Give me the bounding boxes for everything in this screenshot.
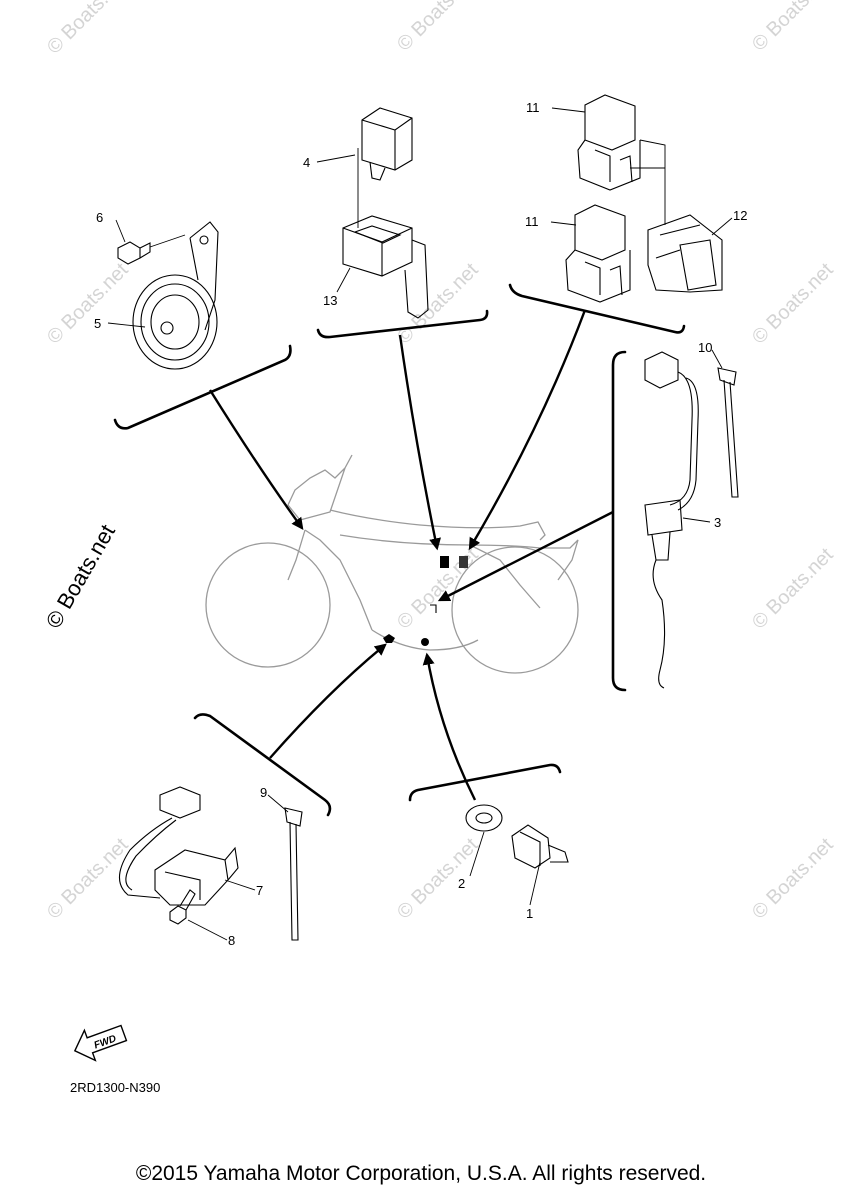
relay-part-4 [357, 107, 413, 228]
relay-marker [440, 556, 449, 568]
watermark: © Boats.net [393, 544, 483, 634]
leader-switch [437, 510, 614, 602]
bracket-horn [113, 344, 292, 430]
copyright-notice: ©2015 Yamaha Motor Corporation, U.S.A. A… [135, 1162, 707, 1185]
leader-horn [208, 389, 304, 530]
callout-1: 1 [526, 906, 533, 921]
watermark: © Boats.net [393, 834, 483, 924]
screw-part-8 [169, 889, 196, 925]
leader-relays-11 [468, 309, 587, 551]
horn-part-5 [132, 221, 219, 370]
watermark: © Boats.net [43, 259, 133, 349]
cable-tie-part-10 [717, 367, 739, 498]
watermark: © Boats.net [393, 0, 483, 56]
watermark: © Boats.net [393, 259, 483, 349]
callout-6: 6 [96, 210, 103, 225]
solenoid-marker [383, 634, 395, 643]
callout-9: 9 [260, 785, 267, 800]
relay-part-11-lower [565, 204, 631, 303]
bolt-part-6 [117, 234, 186, 265]
callout-11-lower: 11 [525, 214, 539, 229]
callout-2: 2 [458, 876, 465, 891]
relay-part-11-upper [577, 94, 666, 225]
holder-part-13 [342, 215, 429, 319]
switch-marker [430, 604, 437, 613]
callout-11-upper: 11 [526, 100, 540, 115]
sensor-part-1 [511, 824, 569, 869]
callout-7: 7 [256, 883, 263, 898]
switch-part-3 [644, 351, 699, 689]
callout-4: 4 [303, 155, 310, 170]
cable-tie-part-9 [284, 807, 303, 941]
callout-8: 8 [228, 933, 235, 948]
fwd-arrow-icon: FWD [73, 1024, 128, 1062]
watermark: © Boats.net [748, 259, 838, 349]
leader-solenoid [269, 643, 387, 759]
sensor-marker [421, 638, 429, 646]
bracket-solenoid [193, 713, 332, 817]
relay-marker [459, 556, 468, 568]
bracket-relays-11 [508, 283, 686, 334]
side-watermark: © Boats.net [41, 520, 120, 632]
solenoid-part-7 [118, 786, 239, 906]
leader-relay [398, 334, 441, 551]
callout-leaders [107, 107, 733, 941]
watermark: © Boats.net [43, 0, 133, 59]
bracket-sensor [408, 763, 562, 802]
connector-part-12 [647, 214, 723, 293]
callout-13: 13 [323, 293, 337, 308]
watermark: © Boats.net [748, 0, 838, 56]
bracket-relay [316, 309, 489, 339]
watermark: © Boats.net [748, 544, 838, 634]
callout-3: 3 [714, 515, 721, 530]
callout-10: 10 [698, 340, 712, 355]
leader-sensor [422, 652, 477, 801]
diagram-code: 2RD1300-N390 [70, 1080, 160, 1095]
callout-12: 12 [733, 208, 747, 223]
watermark: © Boats.net [748, 834, 838, 924]
washer-part-2 [465, 804, 503, 832]
callout-5: 5 [94, 316, 101, 331]
bracket-switch [611, 350, 627, 692]
